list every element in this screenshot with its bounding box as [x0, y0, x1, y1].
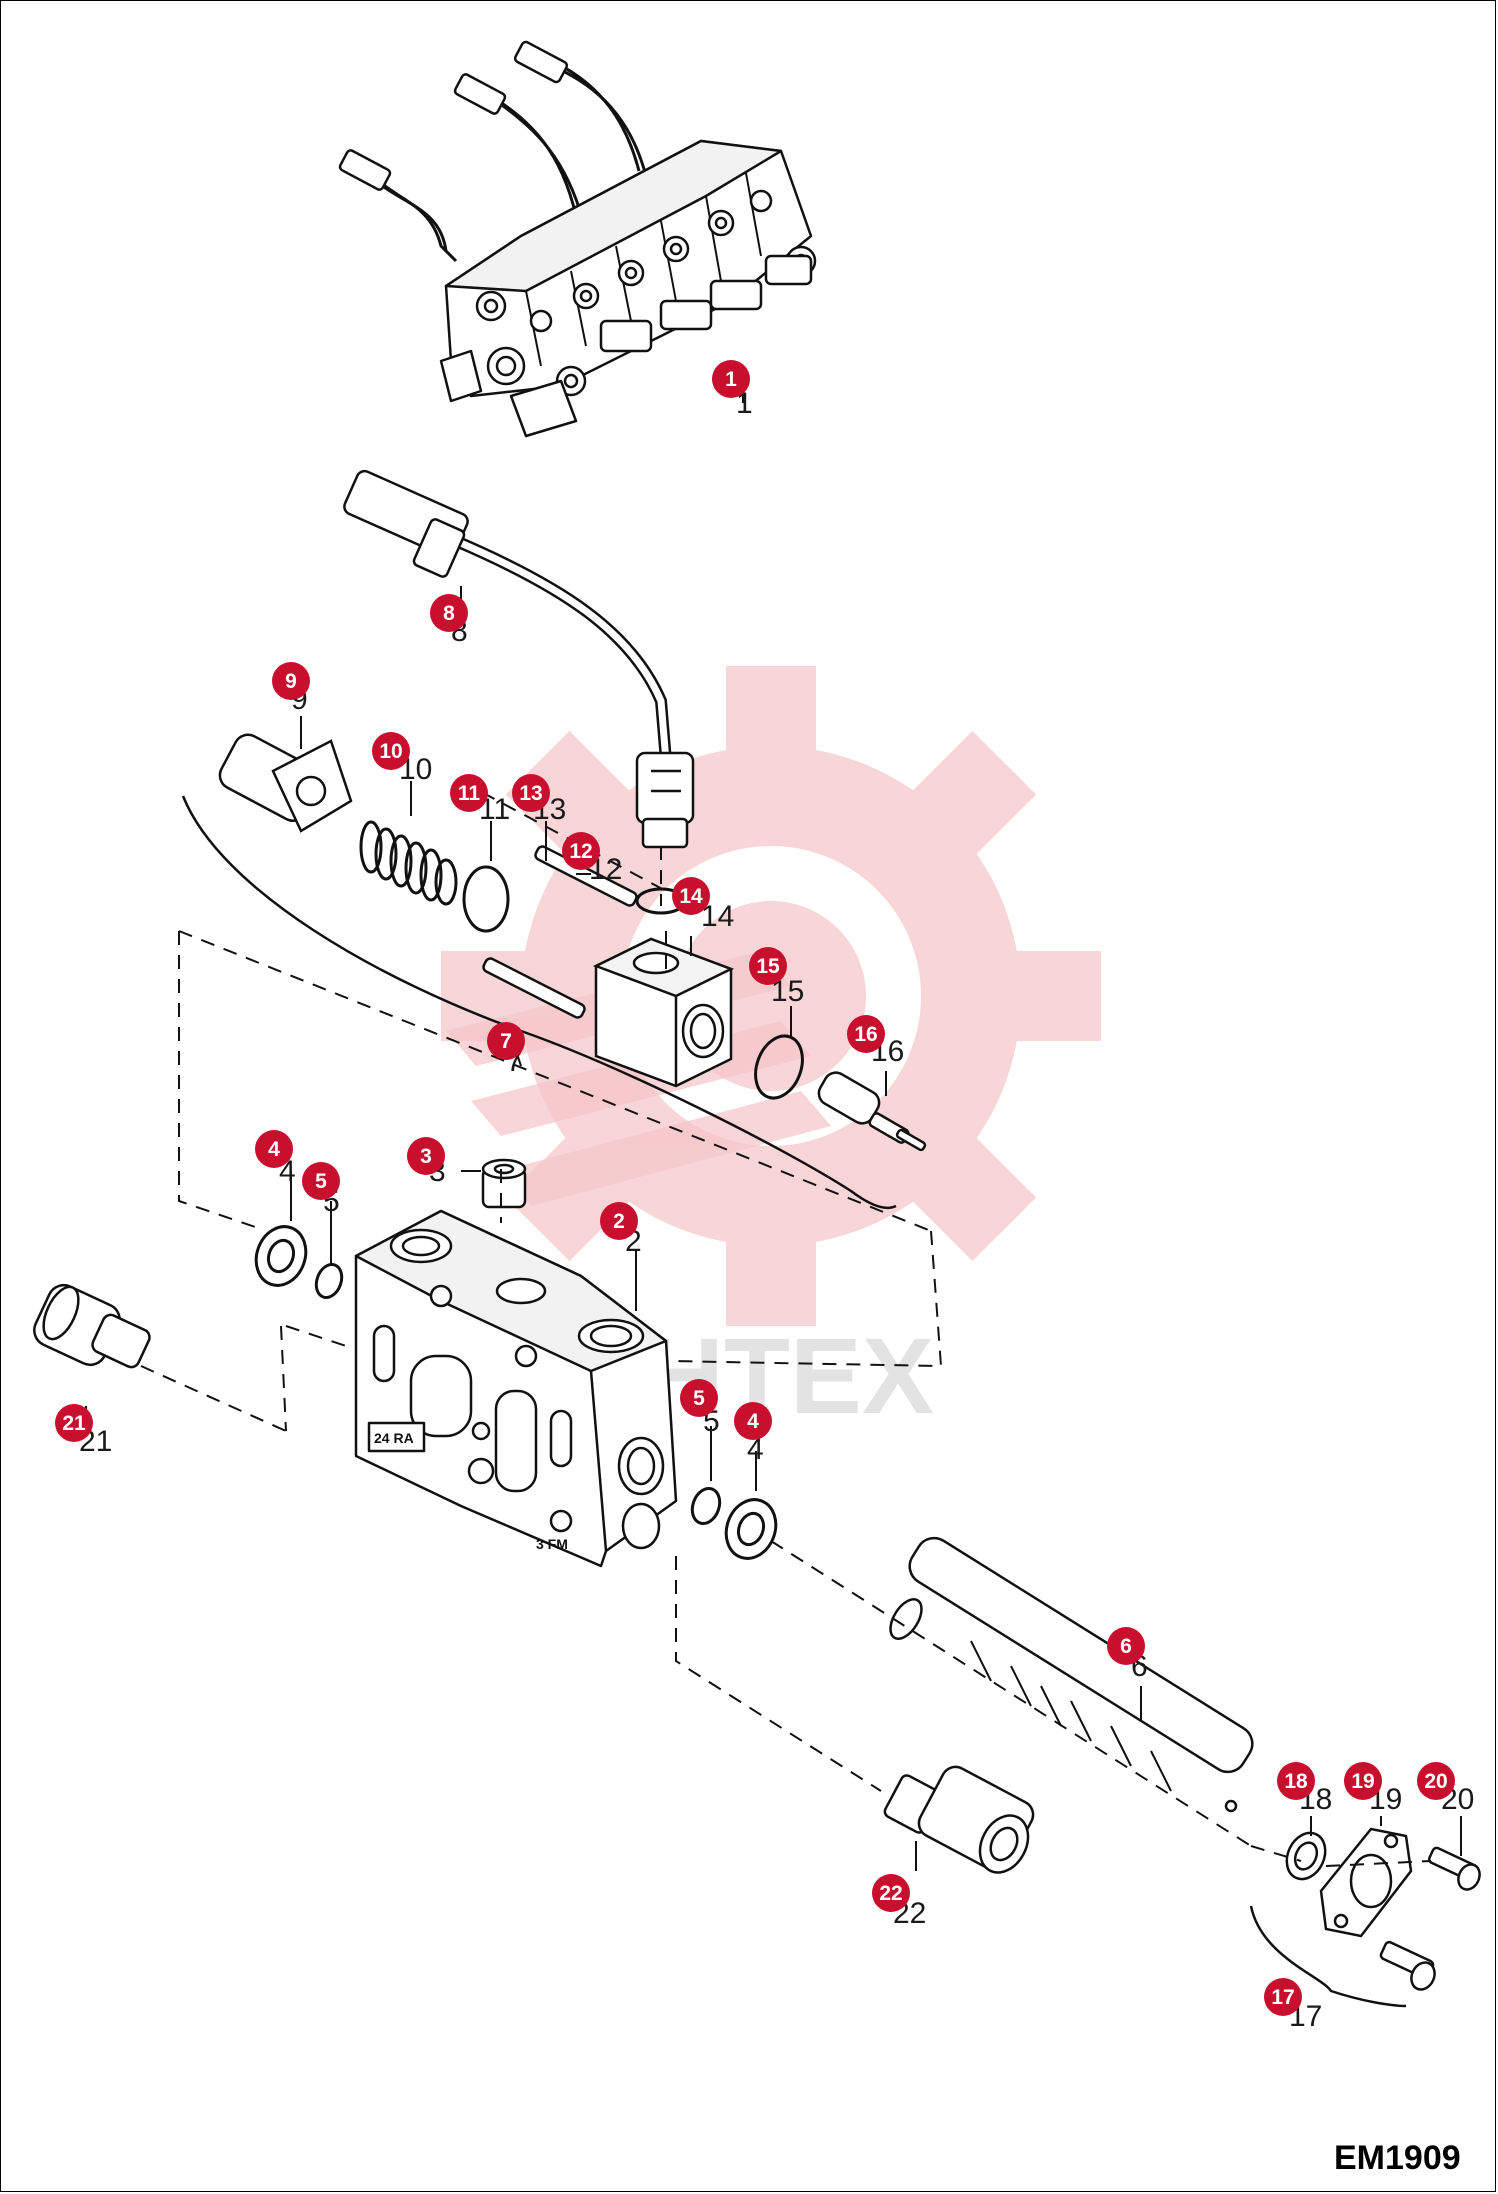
assembly-wires — [375, 61, 648, 263]
svg-text:22: 22 — [879, 1882, 902, 1905]
callout-3[interactable]: 3 — [407, 1137, 445, 1175]
callout-22[interactable]: 22 — [872, 1874, 910, 1912]
callout-2[interactable]: 2 — [600, 1202, 638, 1240]
callout-4-left[interactable]: 4 — [255, 1130, 293, 1168]
callout-4-right[interactable]: 4 — [734, 1402, 772, 1440]
svg-text:7: 7 — [500, 1030, 512, 1053]
svg-text:2: 2 — [613, 1210, 625, 1233]
solenoid-subassembly — [218, 733, 927, 1152]
svg-text:8: 8 — [443, 602, 455, 625]
svg-text:6: 6 — [1120, 1635, 1132, 1658]
svg-text:4: 4 — [747, 1410, 759, 1433]
assembly-connectors — [338, 40, 569, 191]
part-18-seal — [1285, 1831, 1327, 1881]
svg-text:12: 12 — [569, 840, 592, 863]
svg-text:21: 21 — [62, 1412, 86, 1435]
part-20-screw — [1427, 1846, 1481, 1891]
part-13-pin — [534, 845, 638, 907]
svg-text:20: 20 — [1424, 1770, 1447, 1793]
svg-text:1: 1 — [725, 368, 737, 391]
end-cap-bracket — [1249, 1905, 1407, 2008]
svg-text:19: 19 — [1351, 1770, 1374, 1793]
callout-12[interactable]: 12 — [562, 832, 600, 870]
solenoid-connector — [343, 469, 695, 849]
svg-text:11: 11 — [458, 782, 481, 805]
callout-5-right[interactable]: 5 — [680, 1379, 718, 1417]
svg-text:17: 17 — [1271, 1986, 1294, 2009]
housing-stamp-1: 24 RA — [374, 1430, 414, 1446]
callout-7[interactable]: 7 — [487, 1022, 525, 1060]
svg-text:16: 16 — [854, 1023, 877, 1046]
part-7-pin — [482, 957, 586, 1019]
part-4-washer-left — [254, 1225, 308, 1287]
callout-21[interactable]: 21 — [55, 1404, 93, 1442]
left-washers — [254, 1225, 344, 1299]
part-10-spring — [359, 820, 458, 906]
solenoid-cable — [453, 535, 672, 762]
callout-10[interactable]: 10 — [372, 732, 410, 770]
callout-15[interactable]: 15 — [749, 947, 787, 985]
svg-text:3: 3 — [420, 1145, 432, 1168]
callout-6[interactable]: 6 — [1107, 1627, 1145, 1665]
svg-text:9: 9 — [285, 670, 297, 693]
callout-5-left[interactable]: 5 — [302, 1162, 340, 1200]
callout-20[interactable]: 20 — [1417, 1762, 1455, 1800]
part-2-housing — [354, 1209, 678, 1568]
leader-lines — [85, 716, 1462, 1871]
callout-badges: 1 2 3 4 5 5 4 6 7 8 9 10 11 12 13 14 15 … — [55, 360, 1455, 2016]
part-4-washer-right — [724, 1498, 778, 1560]
part-5-o-ring-left — [314, 1263, 344, 1299]
assembly-feet — [439, 349, 578, 438]
right-washers — [690, 1487, 778, 1560]
part-9-cap — [218, 733, 353, 833]
callout-19[interactable]: 19 — [1344, 1762, 1382, 1800]
part-3-plug — [481, 1158, 527, 1209]
number-4-right: 4 — [747, 1433, 764, 1466]
svg-text:5: 5 — [315, 1170, 327, 1193]
subassembly-bracket — [181, 795, 897, 1210]
housing-stamp-2: 3 FM — [536, 1536, 568, 1552]
part-5-o-ring-right — [690, 1487, 722, 1525]
part-6-spool — [889, 1536, 1254, 1813]
callout-13[interactable]: 13 — [512, 774, 550, 812]
drawing-code: EM1909 — [1334, 2139, 1461, 2177]
callout-1[interactable]: 1 — [712, 360, 750, 398]
svg-text:10: 10 — [379, 740, 402, 763]
callout-number-labels: 1 2 3 4 5 5 4 6 7 8 9 10 11 12 13 14 15 … — [79, 387, 1474, 2033]
callout-8[interactable]: 8 — [430, 594, 468, 632]
assembly-actuators — [599, 254, 813, 353]
svg-text:14: 14 — [679, 885, 703, 908]
solenoid-nut — [641, 817, 689, 849]
callout-16[interactable]: 16 — [847, 1015, 885, 1053]
part-14-block — [592, 937, 735, 1088]
part-11-o-ring — [462, 865, 510, 933]
callout-11[interactable]: 11 — [450, 774, 488, 812]
callout-18[interactable]: 18 — [1277, 1762, 1315, 1800]
part-21-fitting — [33, 1283, 151, 1369]
part-22-fitting — [883, 1765, 1035, 1874]
part-16-plunger — [817, 1071, 927, 1152]
plug-collar — [412, 518, 466, 578]
part-19-flange — [1319, 1827, 1413, 1938]
callout-17[interactable]: 17 — [1264, 1978, 1302, 2016]
svg-text:5: 5 — [693, 1387, 705, 1410]
valve-assembly — [338, 40, 817, 438]
callout-14[interactable]: 14 — [672, 877, 710, 915]
solenoid-coil — [635, 751, 695, 825]
svg-text:13: 13 — [519, 782, 542, 805]
end-cap-group — [1285, 1827, 1481, 1991]
watermark-gear-icon — [441, 666, 1101, 1326]
part-15-o-ring — [754, 1034, 804, 1100]
part-17-screw — [1379, 1940, 1436, 1991]
svg-text:4: 4 — [268, 1138, 280, 1161]
callout-9[interactable]: 9 — [272, 662, 310, 700]
svg-text:18: 18 — [1284, 1770, 1308, 1793]
svg-text:15: 15 — [756, 955, 780, 978]
dashed-lines — [140, 780, 1432, 1867]
